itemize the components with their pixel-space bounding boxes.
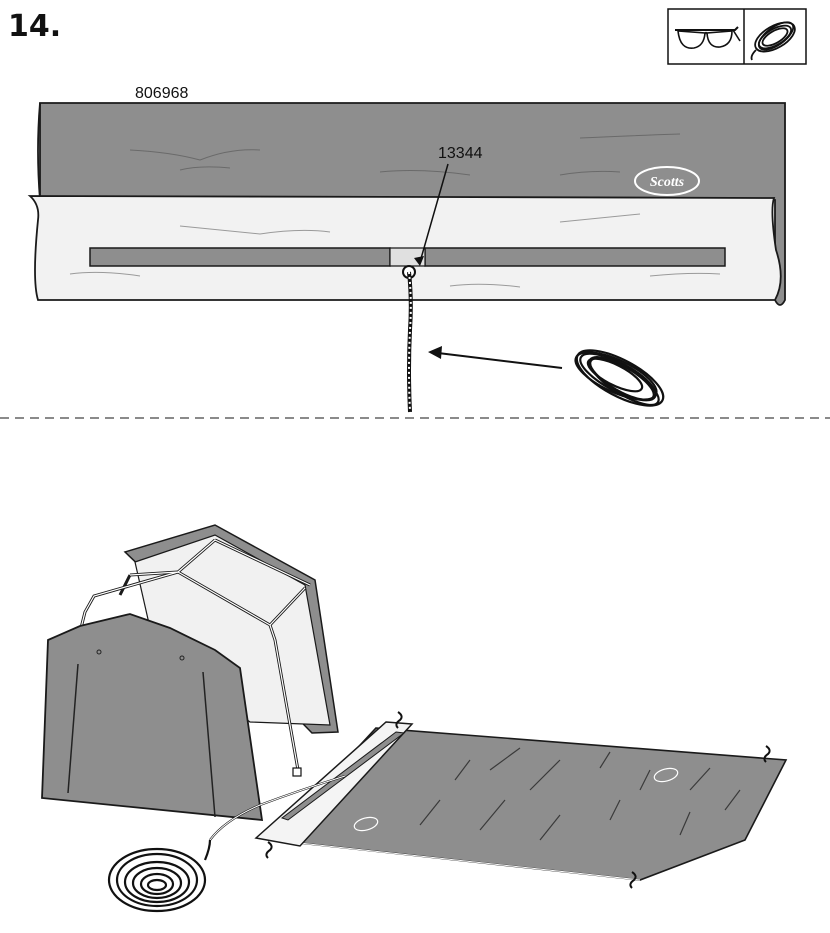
shelter-frame <box>41 524 339 822</box>
pulley-leader-line <box>419 163 449 263</box>
pulley-part-label: 13344 <box>438 145 483 162</box>
ground-rope-coil <box>107 774 346 913</box>
rope-coil-icon <box>750 21 796 61</box>
rope-coil <box>574 349 665 407</box>
pulley-with-rope <box>402 265 416 413</box>
step-number: 14. <box>8 9 61 44</box>
svg-text:Scotts: Scotts <box>650 175 685 190</box>
flat-cover-panel <box>254 711 788 889</box>
scotts-logo-small <box>353 767 679 832</box>
tools-box <box>667 8 807 65</box>
cover-part-label: 806968 <box>135 85 188 102</box>
scotts-logo: Scotts <box>634 166 700 196</box>
rolled-tarp-cover: Scotts <box>27 102 786 306</box>
insert-rope-arrow <box>428 346 563 369</box>
safety-glasses-icon <box>675 26 741 49</box>
cover-hooks <box>265 711 771 889</box>
